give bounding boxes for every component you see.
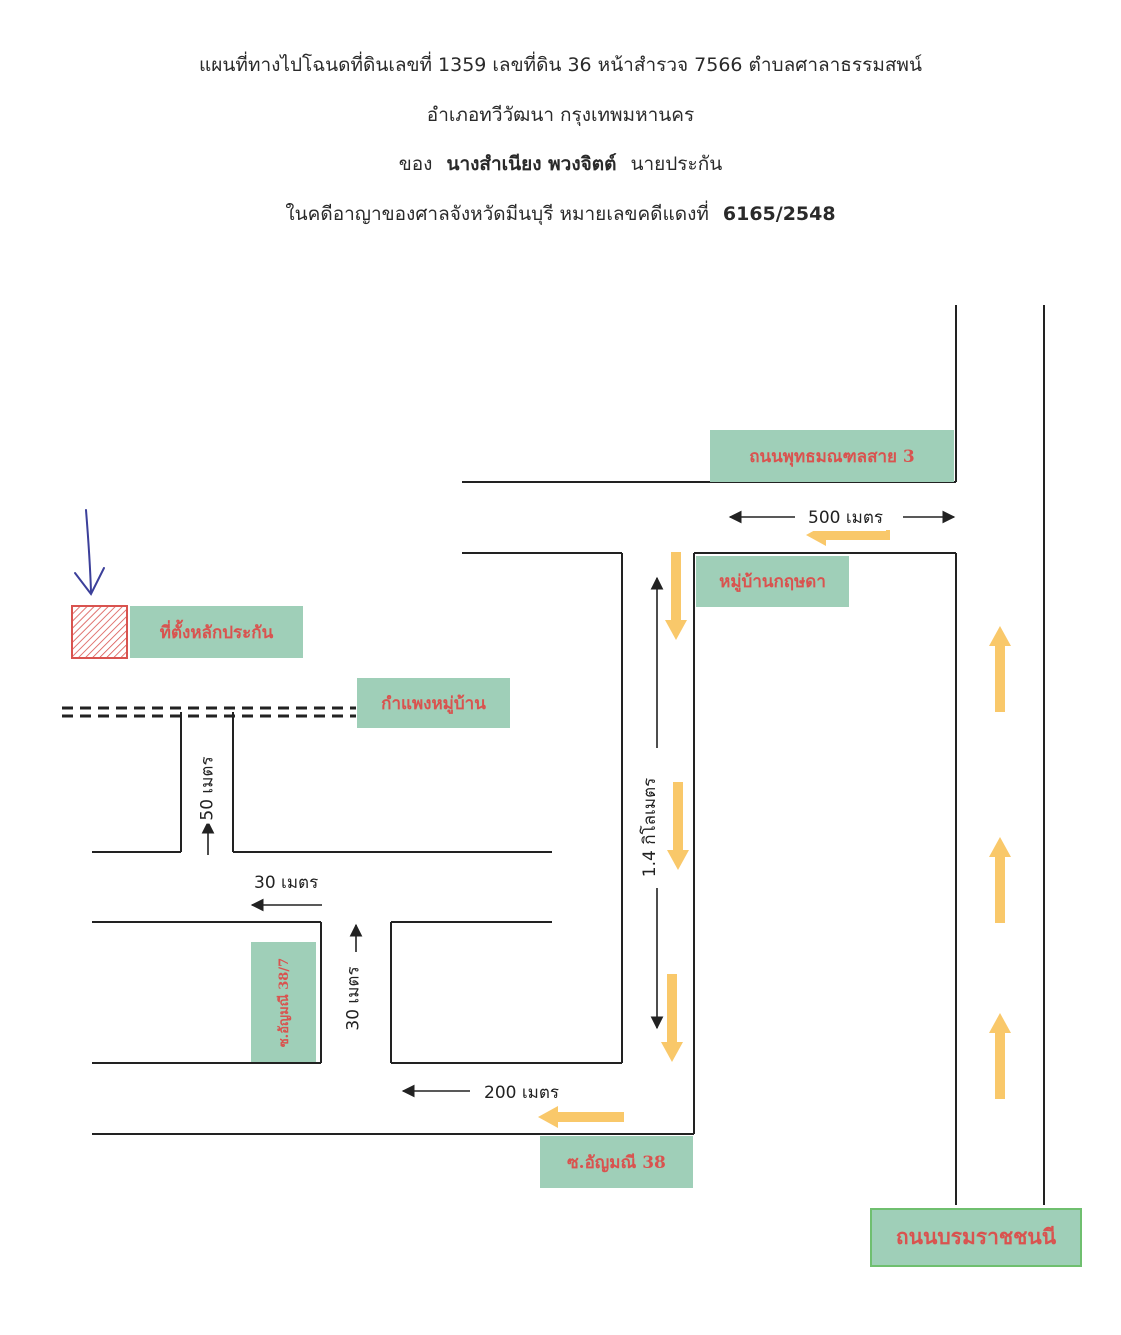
flow-arrow-north-2 [989,837,1011,923]
header-line-4: ในคดีอาญาของศาลจังหวัดมีนบุรี หมายเลขคดี… [0,199,1121,229]
roads [92,305,1045,1205]
route-flow-arrows [538,524,1011,1128]
distance-30m-horizontal: 30 เมตร [251,869,322,896]
label-collateral-location: ที่ตั้งหลักประกัน [130,606,303,658]
distance-500m: 500 เมตร [805,504,887,531]
flow-arrow-south-2 [667,782,689,870]
distance-200m: 200 เมตร [481,1079,563,1106]
collateral-marker [71,605,128,659]
header-owner-name: นางสำเนียง พวงจิตต์ [446,153,617,175]
distance-50m: 50 เมตร [193,753,221,824]
header-owner-role: นายประกัน [630,153,723,175]
header-line-2: อำเภอทวีวัฒนา กรุงเทพมหานคร [426,104,695,126]
label-village-wall: กำแพงหมู่บ้าน [357,678,510,728]
label-phutthamonthon-road: ถนนพุทธมณฑลสาย 3 [710,430,954,482]
village-wall [62,706,356,718]
label-soi-38: ซ.อัญมณี 38 [540,1136,693,1188]
label-borommaratchachonnani-road: ถนนบรมราชชนนี [870,1208,1082,1267]
distance-30m-vertical: 30 เมตร [339,963,367,1034]
header-owner-prefix: ของ [398,153,433,175]
header-line-3: ของ นางสำเนียง พวงจิตต์ นายประกัน [0,149,1121,179]
header-case-number: 6165/2548 [722,203,836,225]
label-soi-38-7: ซ.อัญมณี 38/7 [251,942,316,1062]
label-village: หมู่บ้านกฤษดา [696,556,849,607]
flow-arrow-west-bottom [538,1106,624,1128]
distance-arrows [201,510,956,1098]
flow-arrow-north-1 [989,626,1011,712]
distance-1-4km: 1.4 กิโลเมตร [636,774,664,881]
flow-arrow-south-3 [661,974,683,1062]
flow-arrow-north-3 [989,1013,1011,1099]
flow-arrow-west-top [806,524,890,546]
header-line-1: แผนที่ทางไปโฉนดที่ดินเลขที่ 1359 เลขที่ด… [199,54,922,76]
flow-arrow-south-1 [665,552,687,640]
header-case-prefix: ในคดีอาญาของศาลจังหวัดมีนบุรี หมายเลขคดี… [285,203,709,225]
pen-arrow-icon [74,509,105,596]
